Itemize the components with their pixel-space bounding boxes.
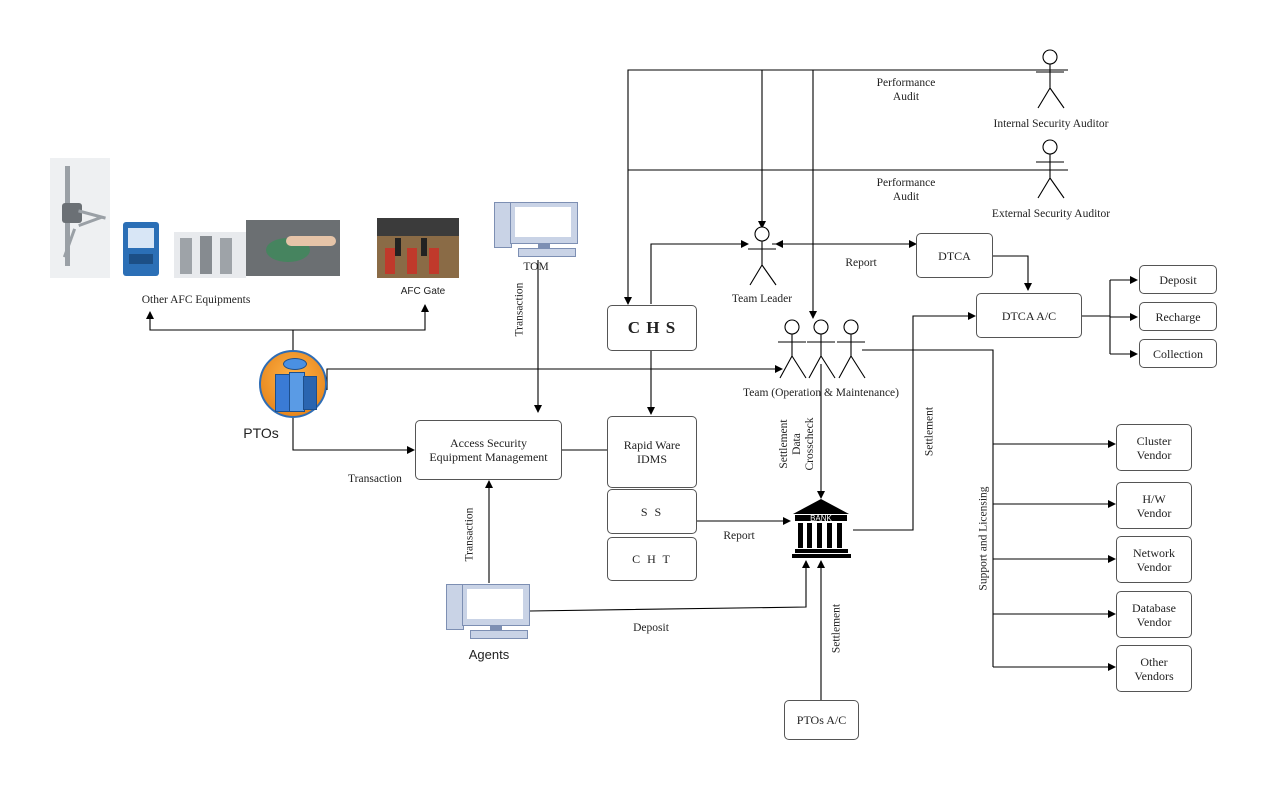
ss-box: S S [607,489,697,534]
performance-audit-label-1: Performance Audit [876,77,936,103]
settlement-right-label: Settlement [923,406,936,457]
transaction-agents-label: Transaction [463,507,476,562]
flap-gates-image [174,232,246,278]
deposit-agents-label: Deposit [633,622,669,634]
kiosk-image [123,222,159,276]
agents-computer-icon [446,582,532,640]
rapid-ware-box: Rapid Ware IDMS [607,416,697,488]
cht-box: C H T [607,537,697,581]
tom-computer-icon [494,200,580,258]
transaction-tom-label: Transaction [513,282,526,337]
settlement-bottom-label: Settlement [830,603,843,654]
chs-box: C H S [607,305,697,351]
auditor-figures [748,49,1065,379]
external-auditor-label: External Security Auditor [991,208,1111,220]
deposit-box: Deposit [1139,265,1217,294]
report-tl-label: Report [845,257,877,269]
wristband-scan-image [246,220,340,276]
hw-vendor-box: H/W Vendor [1116,482,1192,529]
turnstile-image [50,158,110,278]
other-vendors-box: Other Vendors [1116,645,1192,692]
team-label: Team (Operation & Maintenance) [743,387,899,399]
recharge-box: Recharge [1139,302,1217,331]
afc-gate-label: AFC Gate [400,286,446,297]
performance-audit-label-2: Performance Audit [876,177,936,203]
ptos-label: PTOs [243,425,279,441]
tom-label: TOM [523,261,549,273]
database-vendor-box: Database Vendor [1116,591,1192,638]
other-afc-label: Other AFC Equipments [141,294,251,306]
settlement-crosscheck-label: Settlement Data Crosscheck [778,417,816,471]
bank-label: BANK [810,514,832,523]
server-icon [259,350,327,418]
transaction-ptos-label: Transaction [348,473,402,485]
ptos-ac-box: PTOs A/C [784,700,859,740]
dtca-ac-box: DTCA A/C [976,293,1082,338]
asem-box: Access Security Equipment Management [415,420,562,480]
internal-auditor-label: Internal Security Auditor [993,118,1109,130]
bank-icon [792,499,851,558]
agents-label: Agents [468,647,510,662]
afc-gate-image [377,218,459,278]
support-licensing-label: Support and Licensing [977,486,990,591]
team-leader-label: Team Leader [731,293,793,305]
cluster-vendor-box: Cluster Vendor [1116,424,1192,471]
report-ss-label: Report [723,530,755,542]
collection-box: Collection [1139,339,1217,368]
dtca-box: DTCA [916,233,993,278]
network-vendor-box: Network Vendor [1116,536,1192,583]
